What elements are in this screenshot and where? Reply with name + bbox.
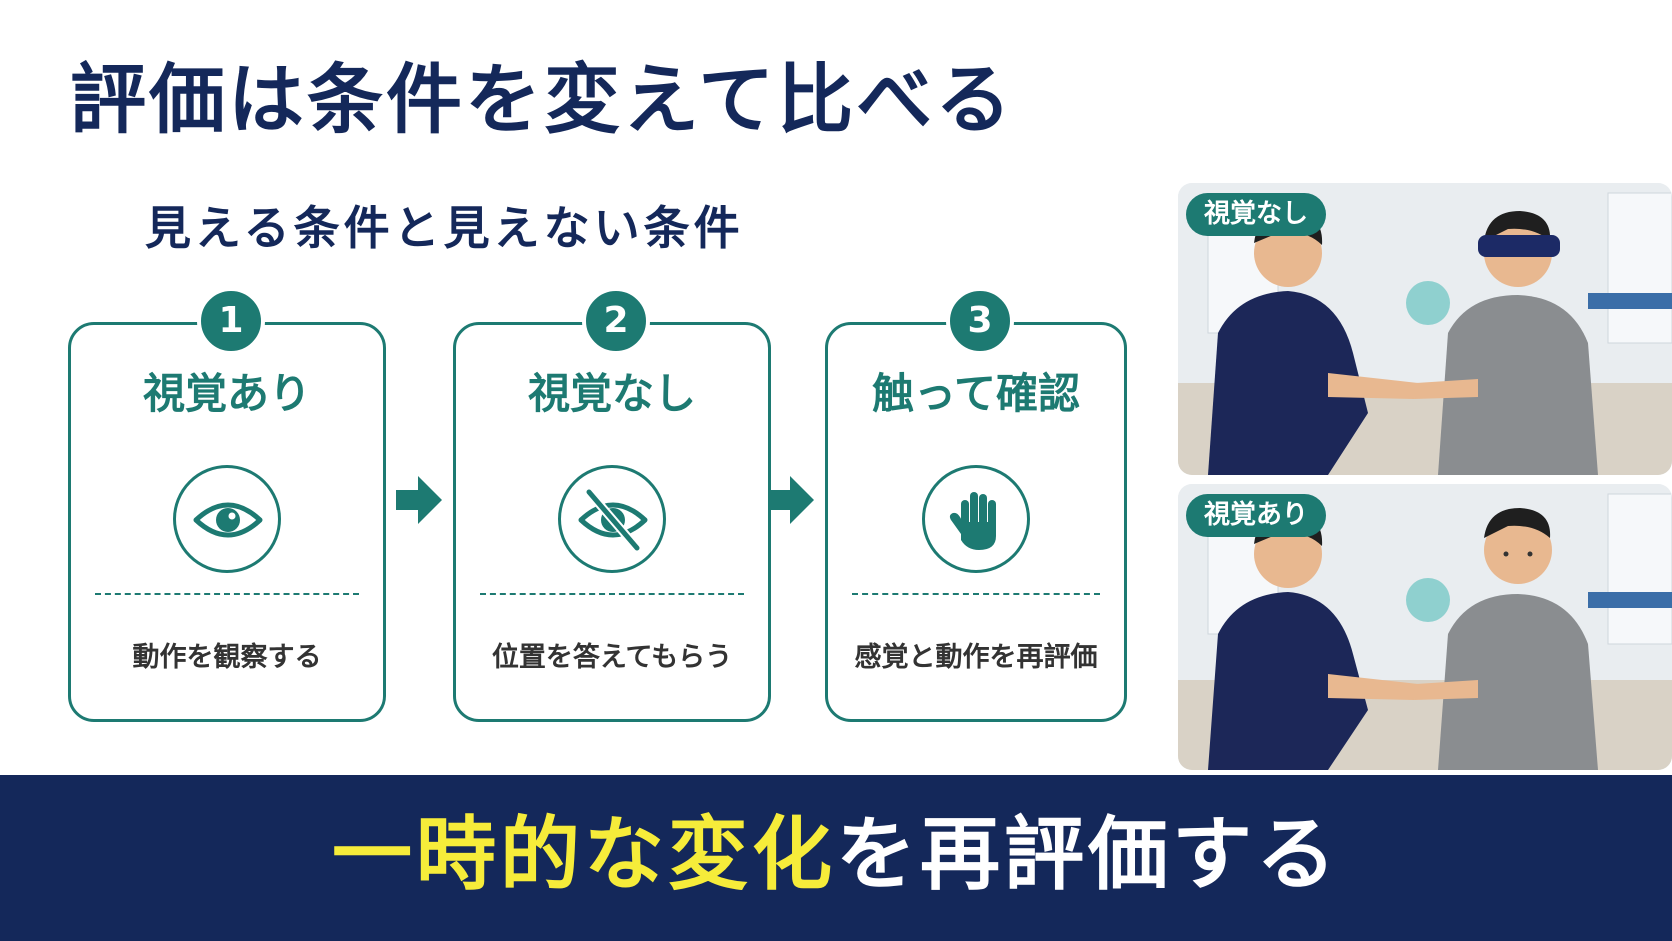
step-description: 感覚と動作を再評価: [854, 642, 1098, 673]
banner-plain: を再評価する: [836, 808, 1340, 901]
step-card-3: 3 触って確認 感覚と動作を再評価: [825, 287, 1127, 722]
eye-slash-icon: [558, 465, 666, 573]
arrow-right-icon: [396, 476, 442, 524]
step-description: 位置を答えてもらう: [491, 642, 733, 673]
arrow-right-icon: [768, 476, 814, 524]
banner-text: 一時的な変化を再評価する: [0, 815, 1672, 895]
divider: [852, 593, 1100, 595]
step-number-badge: 1: [197, 287, 265, 355]
step-number-badge: 2: [582, 287, 650, 355]
banner-highlight: 一時的な: [332, 808, 668, 901]
photo-blindfolded: 視覚なし: [1178, 183, 1672, 475]
bottom-banner: 一時的な変化を再評価する: [0, 775, 1672, 941]
step-number-badge: 3: [946, 287, 1014, 355]
divider: [95, 593, 359, 595]
step-label: 触って確認: [862, 373, 1090, 421]
step-description: 動作を観察する: [132, 642, 322, 673]
photo-with-vision: 視覚あり: [1178, 484, 1672, 770]
eye-icon: [173, 465, 281, 573]
hand-icon: [922, 465, 1030, 573]
page-title: 評価は条件を変えて比べる: [70, 55, 1015, 144]
divider: [480, 593, 744, 595]
step-card-2: 2 視覚なし 位置を答えてもらう: [453, 287, 771, 722]
step-label: 視覚なし: [517, 373, 707, 421]
photo-tag: 視覚なし: [1186, 193, 1327, 237]
banner-highlight: 変化: [668, 808, 836, 901]
page-subtitle: 見える条件と見えない条件: [145, 201, 744, 255]
step-label: 視覚あり: [132, 373, 322, 421]
step-card-1: 1 視覚あり 動作を観察する: [68, 287, 386, 722]
photo-tag: 視覚あり: [1186, 494, 1327, 538]
